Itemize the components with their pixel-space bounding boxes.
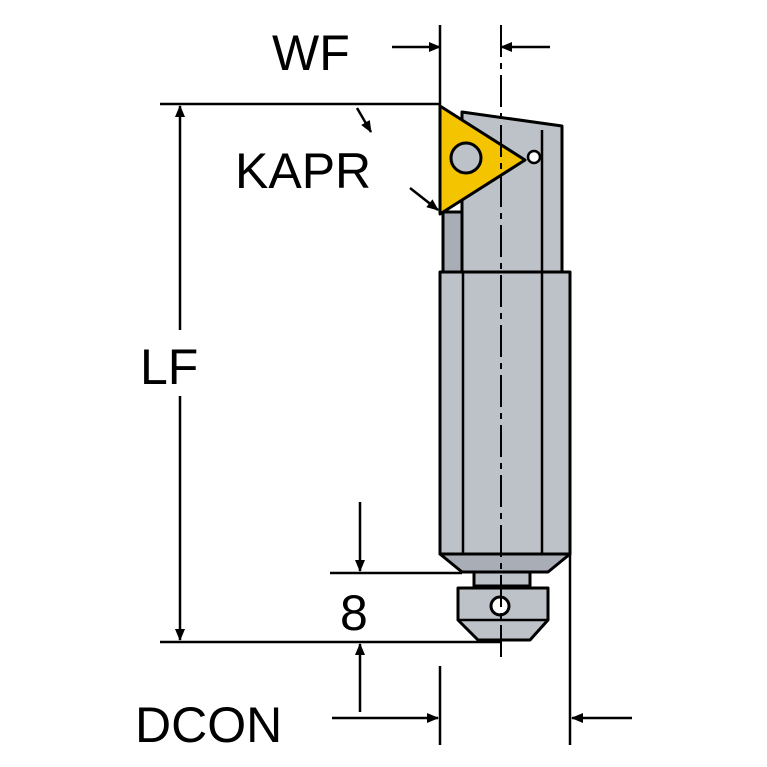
eight-label: 8 — [340, 585, 368, 641]
dcon-label: DCON — [135, 697, 282, 753]
lf-label: LF — [140, 339, 198, 395]
dimension-lf: LF — [140, 105, 198, 641]
dimension-eight: 8 — [340, 502, 368, 712]
insert-screw-hole — [449, 141, 483, 175]
kapr-arrow-bottom — [409, 187, 439, 211]
wf-label: WF — [272, 25, 350, 81]
head-clearance — [441, 210, 464, 274]
kapr-label: KAPR — [235, 143, 371, 199]
shank-chamfer — [438, 552, 572, 574]
dimension-dcon: DCON — [135, 697, 632, 753]
kapr-arrow-top — [355, 107, 373, 133]
dimension-wf: WF — [272, 25, 550, 81]
shank — [438, 270, 572, 556]
insert-triangle — [438, 104, 527, 216]
extension-lines — [160, 25, 572, 745]
insert — [438, 104, 542, 216]
insert-pin-hole — [526, 149, 542, 165]
dimension-kapr: KAPR — [235, 107, 439, 211]
